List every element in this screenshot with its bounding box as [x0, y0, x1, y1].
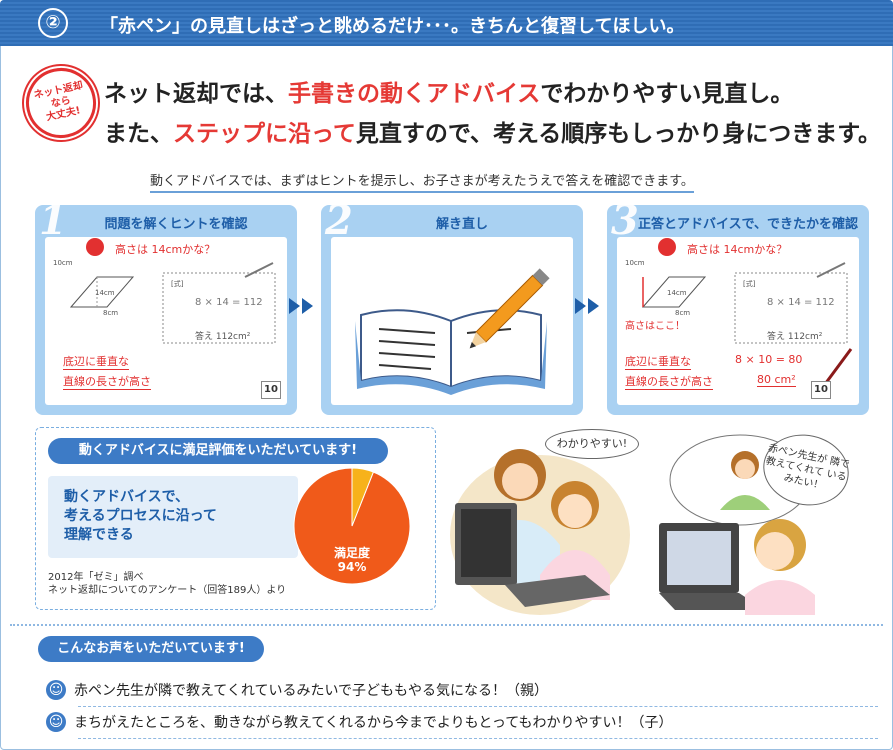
headline-emphasis: ステップに沿って: [173, 121, 356, 147]
double-arrow-icon: [575, 298, 605, 316]
dim-label: 8cm: [103, 309, 119, 317]
survey-source-line: 2012年「ゼミ」調べ: [48, 572, 144, 583]
pie-label-value: 94%: [337, 560, 367, 574]
dim-label: 14cm: [667, 289, 687, 297]
calc-text: 8 × 10 = 80: [735, 353, 803, 366]
satisfaction-heading: 動くアドバイスに満足評価をいただいています!: [48, 438, 388, 464]
headline-line-2: また、ステップに沿って見直すので、考える順序もしっかり身につきます。: [104, 114, 881, 148]
hint-text: 高さは 14cmかな？: [687, 243, 788, 256]
header-bar: ② 「赤ペン」の見直しはざっと眺めるだけ･･･。きちんと復習してほしい。: [0, 0, 893, 46]
step-panel-1: 1 問題を解くヒントを確認 10cm 14cm 8cm 高さは 14cmかな？ …: [35, 197, 297, 415]
voice-divider: [78, 738, 878, 739]
formula-text: 8 × 14 = 112: [767, 297, 835, 308]
speech-bubble: わかりやすい!: [545, 429, 639, 459]
family-at-computer-illustration: [450, 434, 815, 615]
formula-label: [式]: [171, 280, 184, 288]
formula-text: 8 × 14 = 112: [195, 297, 263, 308]
dim-label: 10cm: [625, 259, 645, 267]
dim-label: 10cm: [53, 259, 73, 267]
headline-text: ネット返却では、: [104, 81, 288, 107]
statement-line: 動くアドバイスで、: [64, 489, 190, 505]
satisfaction-pie-chart: [293, 467, 411, 585]
pie-slice-other: [351, 467, 375, 527]
page-number: 10: [261, 381, 281, 399]
section-divider: [10, 624, 883, 626]
smiley-icon: ☺: [46, 712, 66, 732]
height-here-note: 高さはここ！: [625, 321, 685, 332]
survey-source: 2012年「ゼミ」調べ ネット返却についてのアンケート（回答189人）より: [48, 571, 286, 597]
headline-text: 見直すので、考える順序もしっかり身につきます。: [355, 121, 881, 147]
pie-label: 満足度 94%: [292, 546, 412, 574]
worksheet-card: 10cm 14cm 8cm 高さは 14cmかな？ 高さはここ！ [式] 8 ×…: [617, 237, 859, 405]
voices-heading: こんなお声をいただいています!: [38, 636, 264, 662]
worksheet-drawing: [69, 238, 276, 344]
sub-note: 動くアドバイスでは、まずはヒントを提示し、お子さまが考えたうえで答えを確認できま…: [150, 170, 694, 193]
step-title: 正答とアドバイスで、できたかを確認: [637, 217, 859, 232]
section-number: ②: [38, 8, 68, 38]
result-text: 80 cm²: [757, 373, 796, 387]
page-number: 10: [811, 381, 831, 399]
notebook-card: [331, 237, 573, 405]
double-arrow-icon: [289, 298, 319, 316]
statement-line: 考えるプロセスに沿って: [64, 508, 217, 524]
voice-divider: [78, 706, 878, 707]
voice-text: 赤ペン先生が隣で教えてくれているみたいで子どももやる気になる！（親）: [74, 683, 549, 699]
answer-text: 答え 112cm²: [195, 332, 251, 342]
advice-note: 底辺に垂直な: [625, 355, 691, 370]
advice-note: 直線の長さが高さ: [63, 375, 151, 390]
headline-line-1: ネット返却では、手書きの動くアドバイスでわかりやすい見直し。: [104, 74, 793, 108]
hint-text: 高さは 14cmかな？: [115, 243, 216, 256]
headline-text: また、: [104, 121, 173, 147]
step-number: 3: [611, 197, 639, 244]
smiley-icon: ☺: [46, 680, 66, 700]
dim-label: 8cm: [675, 309, 691, 317]
advice-note: 底辺に垂直な: [63, 355, 129, 370]
statement-line: 理解できる: [64, 527, 134, 543]
family-illustration: わかりやすい! 赤ペン先生が 隣で教えてくれて いるみたい！: [445, 425, 885, 615]
step-panel-3: 3 正答とアドバイスで、できたかを確認 10cm 14cm 8cm 高さは 14…: [607, 197, 869, 415]
headline-text: でわかりやすい見直し。: [540, 81, 794, 107]
satisfaction-statement: 動くアドバイスで、 考えるプロセスに沿って 理解できる: [48, 476, 298, 558]
headline-emphasis: 手書きの動くアドバイス: [288, 81, 541, 107]
formula-label: [式]: [743, 280, 756, 288]
survey-source-line: ネット返却についてのアンケート（回答189人）より: [48, 585, 287, 596]
step-title: 解き直し: [435, 217, 488, 232]
answer-text: 答え 112cm²: [767, 332, 823, 342]
step-panel-2: 2 解き直し: [321, 197, 583, 415]
worksheet-card: 10cm 14cm 8cm 高さは 14cmかな？ [式] 8 × 14 = 1…: [45, 237, 287, 405]
pie-label-title: 満足度: [333, 546, 370, 560]
voice-item: ☺ まちがえたところを、動きながら教えてくれるから今までよりもとってもわかりやすい…: [46, 712, 673, 736]
satisfaction-box: 動くアドバイスに満足評価をいただいています! 動くアドバイスで、 考えるプロセス…: [35, 427, 436, 610]
voice-text: まちがえたところを、動きながら教えてくれるから今までよりもとってもわかりやすい！…: [74, 715, 673, 731]
notebook-pencil-icon: [355, 268, 550, 395]
dim-label: 14cm: [95, 289, 115, 297]
step-title: 問題を解くヒントを確認: [104, 217, 248, 232]
voice-item: ☺ 赤ペン先生が隣で教えてくれているみたいで子どももやる気になる！（親）: [46, 680, 548, 704]
section-title: 「赤ペン」の見直しはざっと眺めるだけ･･･。きちんと復習してほしい。: [100, 16, 685, 37]
step-number: 1: [39, 197, 67, 244]
step-number: 2: [325, 197, 353, 244]
advice-note: 直線の長さが高さ: [625, 375, 713, 390]
